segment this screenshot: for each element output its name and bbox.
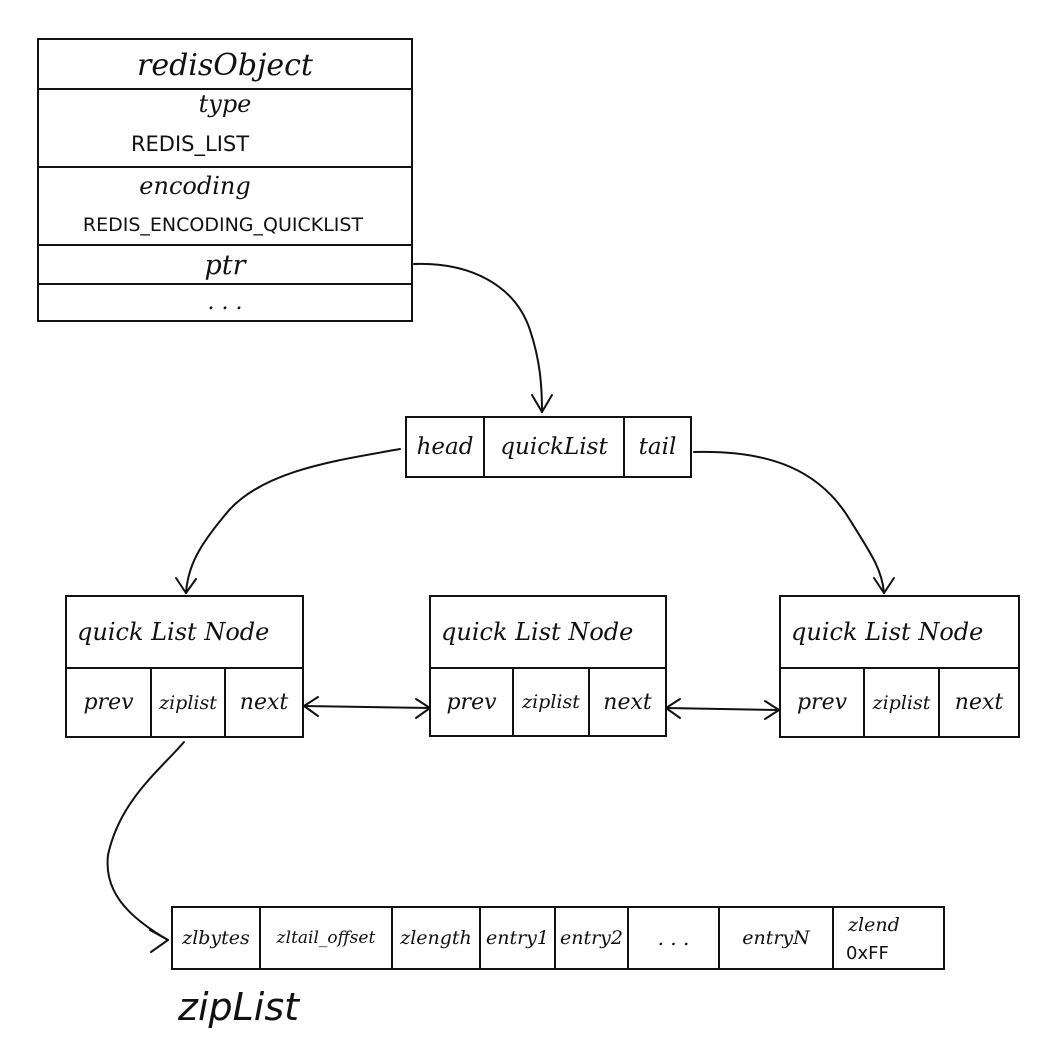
quicklist-node: quick List Node prev ziplist next [429, 595, 667, 737]
node-ziplist: ziplist [872, 691, 931, 714]
quicklist-name: quickList [500, 434, 608, 460]
ptr-arrow [413, 262, 543, 413]
zlend-value: 0xFF [846, 942, 889, 964]
node-title: quick List Node [791, 618, 984, 646]
node-prev: prev [446, 689, 497, 715]
node-prev: prev [796, 690, 848, 715]
ziplist-field: entryN [742, 927, 810, 949]
node1-node2-link [303, 705, 431, 709]
ziplist-caption: zipList [178, 985, 300, 1029]
quicklist-box: head quickList tail [405, 416, 692, 478]
quicklist-node: quick List Node prev ziplist next [779, 595, 1020, 738]
ziplist-field: entry1 [485, 927, 550, 949]
zlend-label: zlend [848, 914, 900, 936]
ziplist-field: . . . [657, 926, 690, 950]
node2-node3-link [665, 707, 780, 711]
redis-object-box: redisObject type REDIS_LIST encoding RED… [37, 38, 413, 322]
node-ziplist: ziplist [522, 691, 580, 713]
ziplist-box: zlbytes zltail_offset zlength entry1 ent… [171, 906, 945, 970]
ziplist-field: zlength [400, 927, 472, 949]
head-arrow [185, 448, 401, 594]
ziplist-field: entry2 [559, 927, 624, 949]
node-next: next [239, 690, 289, 715]
type-value: REDIS_LIST [130, 132, 250, 156]
node-title: quick List Node [441, 618, 634, 646]
ziplist-field: zlbytes [182, 927, 250, 949]
node-next: next [954, 690, 1004, 715]
ziplist-arrow [106, 741, 185, 941]
redis-object-title: redisObject [136, 48, 313, 83]
quicklist-node: quick List Node prev ziplist next [65, 595, 304, 738]
node-prev: prev [83, 690, 134, 715]
ziplist-field: zltail_offset [276, 928, 376, 948]
encoding-value: REDIS_ENCODING_QUICKLIST [82, 214, 364, 236]
node-ziplist: ziplist [159, 691, 217, 714]
ptr-label: ptr [204, 250, 246, 281]
tail-arrow [693, 450, 885, 594]
quicklist-head: head [416, 434, 474, 460]
node-next: next [603, 689, 652, 715]
type-label: type [198, 90, 252, 118]
ellipsis: . . . [207, 290, 243, 315]
quicklist-tail: tail [638, 434, 677, 460]
encoding-label: encoding [139, 172, 251, 200]
node-title: quick List Node [77, 618, 270, 646]
